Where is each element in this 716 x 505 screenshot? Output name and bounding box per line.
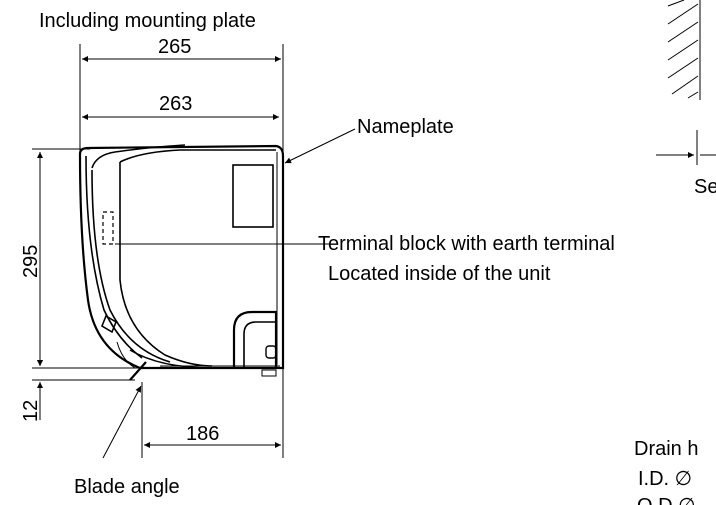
terminal-block-label: Terminal block with earth terminal — [318, 233, 615, 255]
nameplate-callout: Nameplate — [284, 116, 454, 164]
section-label-partial: Se — [694, 176, 716, 198]
dimension-263-value: 263 — [159, 93, 192, 115]
drain-port — [232, 310, 278, 377]
dimension-186-value: 186 — [186, 423, 219, 445]
dimension-12-value: 12 — [20, 400, 42, 422]
mounting-plate-label: Including mounting plate — [39, 10, 256, 32]
dimension-186: 186 — [141, 368, 284, 458]
section-view-partial — [656, 0, 716, 165]
nameplate-label: Nameplate — [357, 116, 454, 138]
drain-id-label-partial: I.D. ∅ — [638, 468, 692, 490]
dimension-295: 295 — [20, 148, 150, 369]
dimension-12: 12 — [20, 340, 135, 422]
blade-angle-label: Blade angle — [74, 476, 180, 498]
blade-angle-callout: Blade angle — [74, 385, 180, 498]
terminal-block-marker — [102, 211, 330, 245]
dimension-265-value: 265 — [158, 36, 191, 58]
dimension-295-value: 295 — [20, 245, 42, 278]
dimension-263: 263 — [82, 93, 279, 120]
drain-hose-label-partial: Drain h — [634, 438, 698, 460]
dimension-265: 265 — [79, 36, 284, 160]
unit-outline — [78, 144, 285, 381]
nameplate-box — [232, 164, 274, 228]
drain-od-label-partial: O.D.∅ — [637, 495, 696, 505]
located-inside-label: Located inside of the unit — [328, 263, 551, 285]
